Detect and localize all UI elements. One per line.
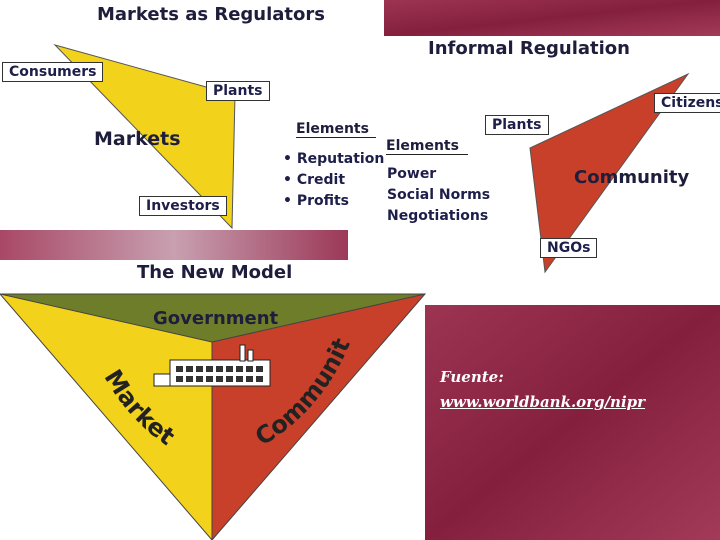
markets-triangle	[53, 44, 236, 230]
markets-triangle-label: Markets	[94, 128, 181, 150]
maroon-band-middle	[0, 230, 348, 260]
maroon-panel-bottom	[425, 305, 720, 540]
title-informal-regulation: Informal Regulation	[428, 38, 630, 59]
title-new-model: The New Model	[137, 262, 293, 283]
markets-elements-heading: Elements	[296, 121, 376, 138]
community-triangle	[529, 72, 690, 274]
maroon-band-top	[384, 0, 720, 36]
government-label: Government	[153, 308, 279, 329]
community-triangle-label: Community	[574, 167, 690, 188]
markets-element-item: • Credit	[283, 172, 346, 188]
title-markets-as-regulators: Markets as Regulators	[97, 4, 325, 25]
informal-elements-list: Power Social Norms Negotiations	[387, 164, 490, 227]
ngos-box: NGOs	[540, 238, 598, 258]
consumers-box: Consumers	[2, 62, 104, 82]
informal-element-item: Power	[387, 166, 437, 182]
markets-element-item: • Profits	[283, 193, 350, 209]
informal-element-item: Negotiations	[387, 208, 489, 224]
informal-plants-box: Plants	[485, 115, 549, 135]
markets-plants-box: Plants	[206, 81, 270, 101]
investors-box: Investors	[139, 196, 227, 216]
factory-icon	[153, 344, 271, 387]
informal-element-item: Social Norms	[387, 187, 491, 203]
informal-elements-heading: Elements	[386, 138, 468, 155]
new-model-triangle	[0, 293, 427, 540]
markets-element-item: • Reputation	[283, 151, 385, 167]
citizens-box: Citizens	[654, 93, 720, 113]
source-link[interactable]: www.worldbank.org/nipr	[440, 393, 646, 411]
markets-elements-list: • Reputation • Credit • Profits	[283, 149, 384, 212]
source-label: Fuente:	[440, 368, 504, 386]
